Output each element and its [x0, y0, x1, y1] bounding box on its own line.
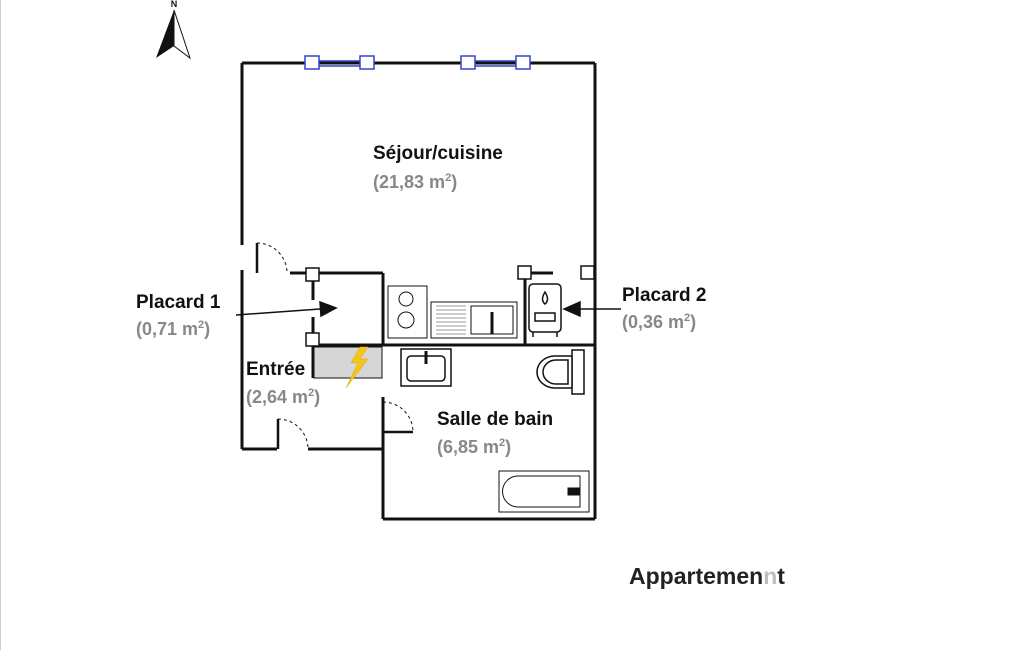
wall-nodes — [305, 265, 595, 347]
room-area-placard2: (0,36 m2) — [622, 312, 697, 332]
door-icon — [276, 418, 309, 450]
room-label-sdb: Salle de bain — [437, 409, 554, 430]
area-unit-sup: 2 — [499, 437, 506, 449]
area-value: 6,85 m — [443, 437, 500, 457]
room-area-entree: (2,64 m2) — [246, 387, 321, 407]
plan-caption: Appartemennt — [629, 563, 785, 590]
walls — [240, 61, 597, 521]
window-icon — [304, 55, 375, 70]
sink-icon — [430, 301, 518, 339]
electric-panel-icon — [313, 346, 383, 389]
area-value: 2,64 m — [252, 387, 309, 407]
caption-end: t — [777, 563, 785, 589]
placard2-pointer — [562, 300, 621, 318]
area-value: 21,83 m — [379, 172, 446, 192]
area-unit-sup: 2 — [684, 312, 691, 324]
room-area-placard1: (0,71 m2) — [136, 319, 211, 339]
area-unit-sup: 2 — [445, 172, 452, 184]
water-heater-icon — [528, 283, 562, 337]
toilet-icon — [536, 349, 585, 395]
door-icon — [382, 401, 414, 434]
room-label-sejour: Séjour/cuisine — [373, 143, 503, 164]
caption-faded: n — [763, 563, 778, 589]
north-label: N — [171, 0, 178, 9]
area-unit-sup: 2 — [198, 319, 205, 331]
room-label-entree: Entrée — [246, 359, 306, 380]
room-label-placard2: Placard 2 — [622, 285, 707, 306]
room-label-placard1: Placard 1 — [136, 292, 221, 313]
north-arrow-icon: N — [156, 0, 191, 60]
room-area-sdb: (6,85 m2) — [437, 437, 512, 457]
caption-main: Appartemen — [629, 563, 764, 589]
door-icon — [255, 242, 288, 274]
washbasin-icon — [400, 348, 452, 387]
area-unit-sup: 2 — [308, 387, 315, 399]
area-value: 0,36 m — [628, 312, 685, 332]
placard1-pointer — [235, 300, 338, 318]
window-icon — [460, 55, 531, 70]
room-area-sejour: (21,83 m2) — [373, 172, 458, 192]
frame-edge — [0, 0, 1, 650]
bathtub-icon — [498, 470, 590, 513]
area-value: 0,71 m — [142, 319, 199, 339]
stove-icon — [387, 285, 428, 339]
